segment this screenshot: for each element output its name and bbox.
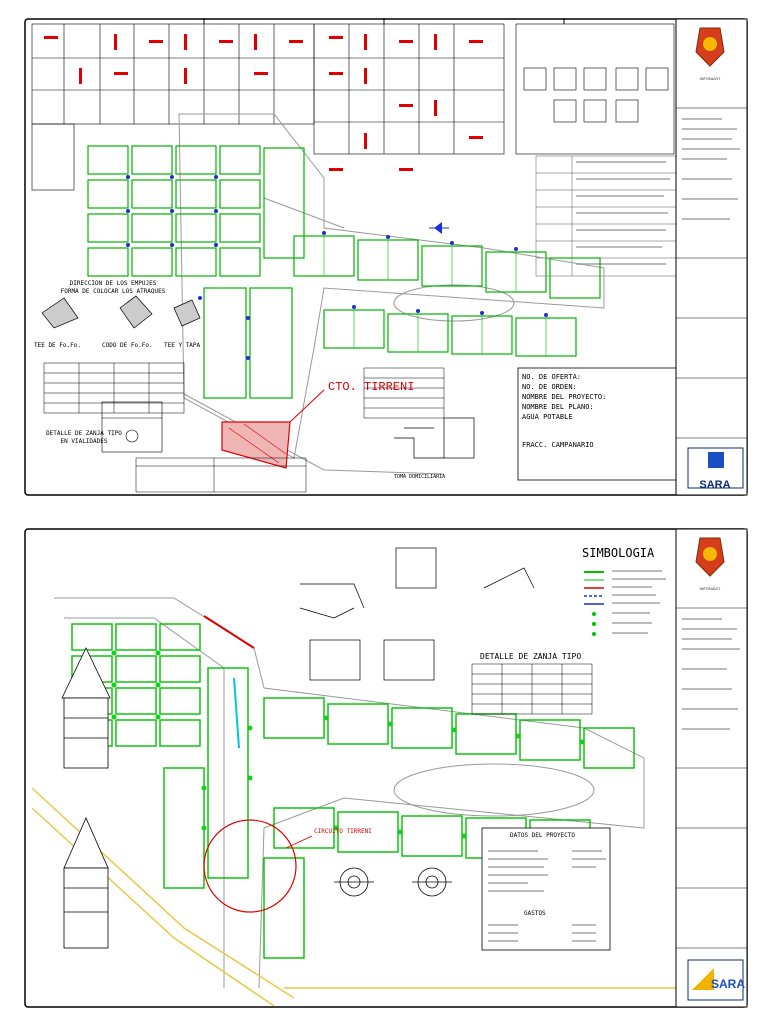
atraques-heading-line-2: FORMA DE COLOCAR LOS ATRAQUES xyxy=(60,288,166,295)
zanja-label-line-1: DETALLE DE ZANJA TIPO xyxy=(46,430,122,437)
project-data-text: NO. DE OFERTA: NO. DE ORDEN: NOMBRE DEL … xyxy=(522,372,672,450)
zanja-label-line-2: EN VIALIDADES xyxy=(60,438,108,445)
callout-circuito-tirreni: CIRCUITO TIRRENI xyxy=(314,828,372,835)
sheet-1-canvas: CTO. TIRRENI xyxy=(24,18,748,496)
project-data-box xyxy=(517,367,679,481)
simbologia-title: SIMBOLOGIA xyxy=(582,546,655,560)
gastos-title: GASTOS xyxy=(524,910,546,917)
simbologia-legend xyxy=(584,570,666,636)
atraques-heading: DIRECCION DE LOS EMPUJES FORMA DE COLOCA… xyxy=(38,280,188,296)
data-line-5: FRACC. CAMPANARIO xyxy=(522,441,594,449)
tank-elevation-upper xyxy=(61,647,111,769)
sara-brand-2: SARA xyxy=(711,977,745,991)
zanja-title-2: DETALLE DE ZANJA TIPO xyxy=(480,652,582,661)
fittings-legend-box xyxy=(515,23,675,155)
atraques-detail xyxy=(41,295,201,329)
tirreni-hatch-area xyxy=(221,389,325,469)
logo-caption-2: INFONAVIT xyxy=(699,586,721,591)
data-line-1: NO. DE ORDEN: xyxy=(522,383,577,391)
valve-details xyxy=(334,867,452,897)
label-codo-fofo: CODO DE Fo.Fo. xyxy=(102,342,153,349)
zanja-table-2 xyxy=(471,663,593,715)
atraques-heading-line-1: DIRECCION DE LOS EMPUJES xyxy=(69,280,157,287)
toma-domiciliaria-detail xyxy=(394,417,475,459)
sara-brand-1: SARA xyxy=(699,479,730,491)
details-top xyxy=(299,547,535,681)
drawing-sheet-2: SARA INFONAVIT SIMBOLOGIA DETALLE DE ZAN… xyxy=(24,528,748,1008)
tirreni-callout-circle xyxy=(203,819,297,913)
zanja-label: DETALLE DE ZANJA TIPO EN VIALIDADES xyxy=(44,430,124,446)
label-tee-fofo: TEE DE Fo.Fo. xyxy=(34,342,81,349)
toma-label: TOMA DOMICILIARIA xyxy=(394,474,446,480)
atraques-table xyxy=(43,362,185,414)
cyan-network-line xyxy=(233,677,240,749)
bottom-notes-table xyxy=(135,457,307,493)
datos-proyecto-table xyxy=(481,827,611,951)
data-line-3: NOMBRE DEL PLANO: xyxy=(522,403,594,411)
sheet-2-canvas: SARA INFONAVIT xyxy=(24,528,748,1008)
label-tee-tapa: TEE Y TAPA xyxy=(164,342,201,349)
coordinates-table xyxy=(363,367,445,419)
data-line-2: NOMBRE DEL PROYECTO: xyxy=(522,393,607,401)
title-block-2 xyxy=(675,528,748,1008)
fittings-detail-grid xyxy=(31,23,505,191)
zanja-detail xyxy=(101,401,163,453)
datos-title: DATOS DEL PROYECTO xyxy=(510,832,576,839)
callout-tirreni: CTO. TIRRENI xyxy=(328,380,414,394)
data-line-4: AGUA POTABLE xyxy=(522,413,573,421)
tank-elevation-lower xyxy=(63,817,109,949)
drawing-sheet-1: CTO. TIRRENI xyxy=(24,18,748,496)
logo-caption-1: INFONAVIT xyxy=(699,76,721,81)
data-line-0: NO. DE OFERTA: xyxy=(522,373,582,381)
title-block-1 xyxy=(675,18,748,496)
north-arrow-icon xyxy=(429,222,449,234)
